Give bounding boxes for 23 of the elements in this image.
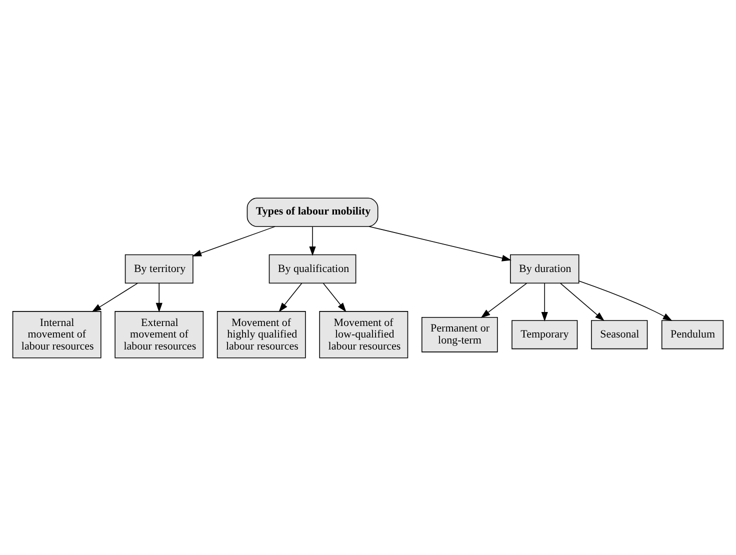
arrow [560, 282, 604, 321]
arrow [578, 280, 672, 320]
arrow [480, 282, 528, 318]
arrow [368, 226, 512, 261]
node-box: By territory [124, 254, 194, 283]
node-box: External movement of labour resources [114, 310, 204, 358]
node-box: Permanent or long-term [422, 316, 498, 352]
node-box: Temporary [512, 320, 578, 349]
node-box: Movement of highly qualified labour resources [216, 310, 306, 358]
arrow [541, 282, 548, 321]
node-box: Internal movement of labour resources [12, 310, 102, 358]
arrow [309, 226, 316, 256]
arrow [192, 226, 276, 256]
arrow [278, 282, 302, 312]
arrow [156, 282, 162, 312]
node-box: By duration [510, 254, 580, 283]
node-box: Movement of low-qualified labour resources [319, 310, 408, 358]
node-box: By qualification [268, 254, 356, 283]
node-box: Seasonal [591, 320, 648, 349]
node-box: Types of labour mobility [246, 197, 378, 226]
arrow [322, 282, 346, 312]
arrow [92, 282, 138, 312]
node-box: Pendulum [661, 320, 724, 349]
